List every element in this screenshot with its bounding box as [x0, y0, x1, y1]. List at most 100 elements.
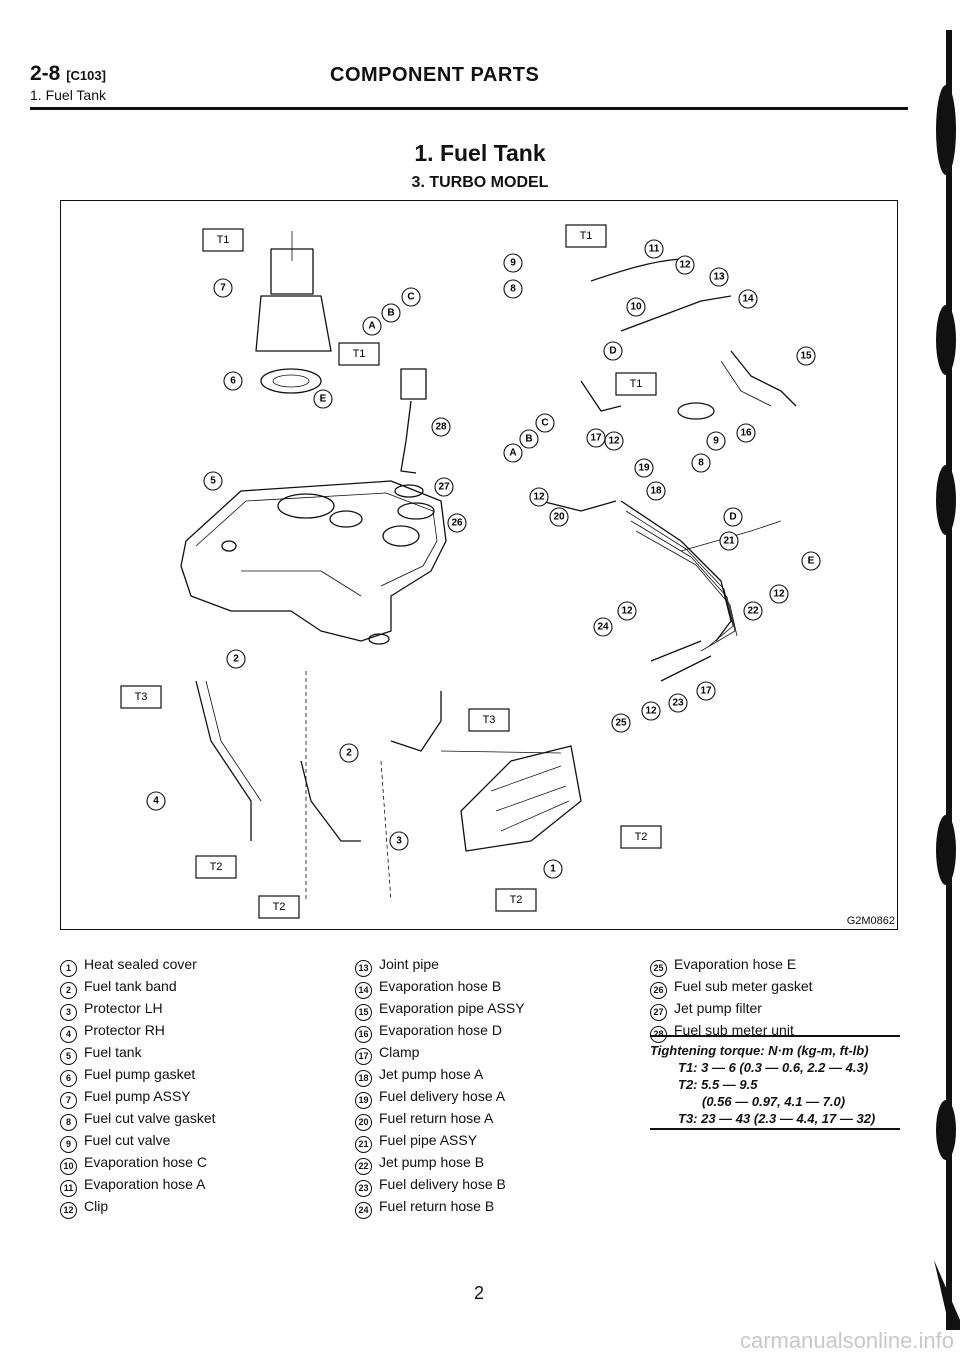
torque-box-t1-pump: T1: [202, 228, 244, 252]
svg-text:T3: T3: [483, 714, 496, 726]
svg-text:1: 1: [550, 864, 556, 875]
page-subtitle: 3. TURBO MODEL: [411, 174, 549, 191]
callout-17: 17: [586, 428, 606, 448]
torque-box-t1-cutvalve: T1: [565, 224, 607, 248]
svg-text:12: 12: [679, 260, 691, 271]
callout-7: 7: [213, 278, 233, 298]
svg-text:28: 28: [435, 422, 447, 433]
svg-text:8: 8: [698, 458, 704, 469]
svg-text:T3: T3: [135, 691, 148, 703]
svg-text:20: 20: [553, 512, 565, 523]
exploded-diagram: T1 T1 T1 T1 T3 T3 T2 T2 T2 T2 1 2: [60, 200, 898, 930]
callout-12e: 12: [617, 601, 637, 621]
svg-text:16: 16: [740, 428, 752, 439]
svg-text:D: D: [609, 346, 616, 357]
svg-text:6: 6: [230, 376, 236, 387]
connector-d2: D: [723, 507, 743, 527]
callout-17b: 17: [696, 681, 716, 701]
svg-text:E: E: [808, 556, 815, 567]
svg-text:3: 3: [396, 836, 402, 847]
header-title: COMPONENT PARTS: [330, 64, 540, 86]
callout-14: 14: [738, 289, 758, 309]
torque-box-t1-evap: T1: [615, 372, 657, 396]
svg-text:B: B: [387, 308, 394, 319]
callout-3: 3: [389, 831, 409, 851]
svg-text:T1: T1: [353, 348, 366, 360]
figure-code: G2M0862: [846, 915, 895, 927]
page-title: 1. Fuel Tank: [414, 140, 546, 166]
torque-rule-top: [650, 1035, 900, 1037]
svg-text:19: 19: [638, 463, 650, 474]
callout-8b: 8: [691, 453, 711, 473]
svg-text:T1: T1: [217, 234, 230, 246]
svg-text:17: 17: [700, 686, 712, 697]
torque-box-t3-rh: T3: [120, 685, 162, 709]
callout-12d: 12: [769, 584, 789, 604]
torque-box-t1-submeter: T1: [338, 342, 380, 366]
svg-text:T2: T2: [273, 901, 286, 913]
connector-a2: A: [503, 443, 523, 463]
svg-text:23: 23: [672, 698, 684, 709]
svg-text:25: 25: [615, 718, 627, 729]
callout-2: 2: [226, 649, 246, 669]
callout-28: 28: [431, 417, 451, 437]
binding-edge: [934, 30, 960, 1330]
diagram-drawing: T1 T1 T1 T1 T3 T3 T2 T2 T2 T2 1 2: [120, 224, 821, 919]
svg-text:10: 10: [630, 302, 642, 313]
callout-1: 1: [543, 859, 563, 879]
callout-9: 9: [503, 253, 523, 273]
callout-25: 25: [611, 713, 631, 733]
svg-text:A: A: [509, 448, 516, 459]
svg-text:2: 2: [233, 654, 239, 665]
svg-text:2: 2: [346, 748, 352, 759]
callout-8: 8: [503, 279, 523, 299]
connector-a: A: [362, 316, 382, 336]
section-code: 2-8 [C103]: [30, 62, 106, 85]
torque-spec: Tightening torque: N·m (kg-m, ft-lb) T1:…: [650, 1042, 900, 1127]
callout-22: 22: [743, 601, 763, 621]
connector-c2: C: [535, 413, 555, 433]
svg-text:5: 5: [210, 476, 216, 487]
svg-text:4: 4: [153, 796, 159, 807]
svg-text:12: 12: [621, 606, 633, 617]
svg-text:C: C: [407, 292, 414, 303]
connector-e: E: [313, 389, 333, 409]
callout-18: 18: [646, 481, 666, 501]
svg-text:T2: T2: [510, 894, 523, 906]
callout-23: 23: [668, 693, 688, 713]
svg-text:E: E: [320, 394, 327, 405]
header-rule: [30, 107, 908, 110]
svg-text:14: 14: [742, 294, 754, 305]
svg-text:T1: T1: [630, 378, 643, 390]
page-number: 2: [474, 1283, 485, 1303]
callout-12f: 12: [641, 701, 661, 721]
connector-b: B: [381, 303, 401, 323]
svg-text:B: B: [525, 434, 532, 445]
connector-e2: E: [801, 551, 821, 571]
callout-6: 6: [223, 371, 243, 391]
callout-4: 4: [146, 791, 166, 811]
callout-12c: 12: [529, 487, 549, 507]
callout-10: 10: [626, 297, 646, 317]
fuel-tank-drawing: [180, 231, 797, 902]
